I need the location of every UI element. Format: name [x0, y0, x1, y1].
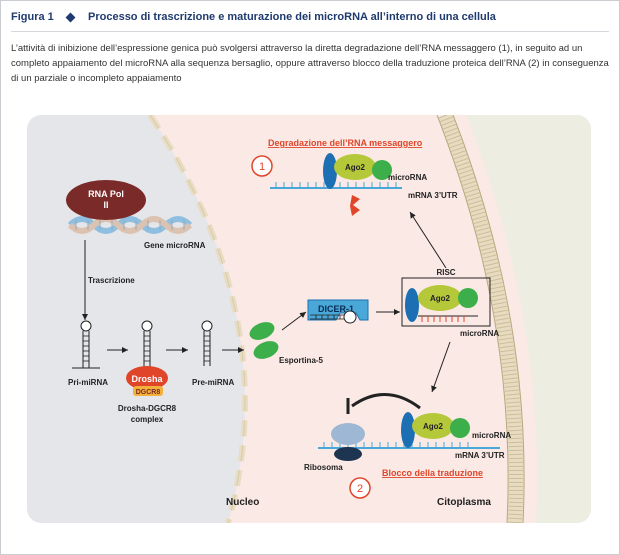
drosha-complex-label-1: Drosha-DGCR8: [118, 404, 177, 413]
translation-block-complex: Ago2: [318, 412, 500, 461]
degradation-complex: Ago2: [270, 153, 402, 216]
rna-pol-label-1: RNA Pol: [88, 189, 124, 199]
dna-helix: [67, 216, 193, 234]
block-mrna-label: mRNA 3’UTR: [455, 451, 505, 460]
extracellular-area: [466, 115, 591, 523]
pri-mirna-label: Pri-miRNA: [68, 378, 108, 387]
rna-pol-label-2: II: [103, 200, 108, 210]
arrow-to-dicer: [281, 311, 307, 331]
arrow-to-degradation: [409, 211, 447, 269]
dicer-label: DICER-1: [318, 304, 354, 314]
gene-label: Gene microRNA: [144, 241, 206, 250]
dicer-1: DICER-1: [307, 299, 369, 324]
transcription-label: Trascrizione: [88, 276, 135, 285]
block-curve: [351, 393, 421, 410]
block-mirna-label: microRNA: [472, 431, 511, 440]
drosha-enzyme: [126, 366, 168, 390]
deg-mirna-label: microRNA: [388, 173, 427, 182]
cell-compartments: [27, 115, 591, 523]
nucleo-label: Nucleo: [226, 497, 259, 508]
arrow-to-block: [431, 341, 451, 393]
ribosoma-label: Ribosoma: [304, 463, 343, 472]
risc-box: [401, 277, 491, 327]
pathway-2-number: 2: [357, 483, 363, 495]
figure-title: Processo di trascrizione e maturazione d…: [88, 11, 496, 23]
pri-mirna-hairpin: [72, 320, 100, 369]
rna-pol-ii: RNA Pol II: [66, 180, 146, 220]
pathway-1-number: 1: [259, 161, 265, 173]
deg-ago2-label: Ago2: [345, 163, 366, 172]
risc-complex: Ago2: [405, 285, 478, 322]
figure-description: L’attività di inibizione dell’espression…: [11, 43, 609, 84]
dgcr8-protein: [133, 386, 163, 396]
risc-ago2-label: Ago2: [430, 294, 451, 303]
risc-mirna-label: microRNA: [460, 329, 499, 338]
drosha-label: Drosha: [131, 374, 163, 384]
pathway-2-title: Blocco della traduzione: [382, 468, 483, 478]
dgcr8-label: DGCR8: [136, 389, 161, 396]
block-ago2-label: Ago2: [423, 422, 444, 431]
pathway-1-badge: [251, 155, 273, 177]
pathway-1-title: Degradazione dell’RNA messaggero: [268, 138, 423, 148]
citoplasma-label: Citoplasma: [437, 497, 491, 508]
cleavage-icon: [350, 195, 360, 216]
pre-mirna-label: Pre-miRNA: [192, 378, 234, 387]
drosha-hairpin: [141, 320, 153, 372]
esportina-label: Esportina-5: [279, 356, 324, 365]
pathway-2-badge: [349, 477, 371, 499]
figure-label: Figura 1: [11, 11, 54, 23]
risc-label: RISC: [436, 268, 455, 277]
deg-mrna-label: mRNA 3’UTR: [408, 191, 458, 200]
esportina-5: [249, 322, 279, 359]
drosha-complex-label-2: complex: [131, 415, 164, 424]
pre-mirna-hairpin: [201, 320, 213, 366]
figure-header: Figura 1 Processo di trascrizione e matu…: [11, 11, 609, 32]
